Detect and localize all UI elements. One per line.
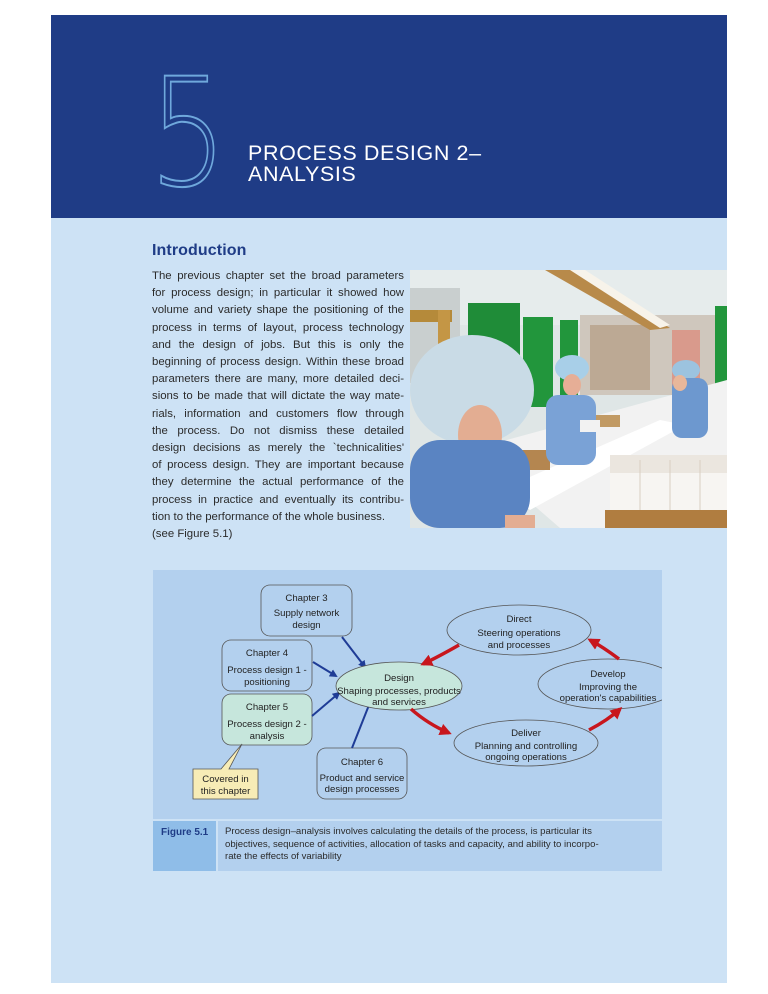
intro-paragraph: The previous chapter set the broad param… [152, 268, 404, 543]
svg-text:Develop: Develop [590, 669, 625, 680]
text-line: beginning of process design. Within thes… [152, 356, 404, 369]
direct-ellipse: Direct Steering operations and processes [446, 604, 592, 656]
svg-text:Planning and controlling: Planning and controlling [475, 741, 577, 752]
svg-text:Deliver: Deliver [511, 728, 542, 739]
svg-text:Chapter 4: Chapter 4 [246, 648, 289, 659]
text-line: process in practice and eventually its c… [152, 493, 404, 506]
deliver-ellipse: Deliver Planning and controlling ongoing… [453, 719, 599, 767]
svg-text:Design: Design [384, 673, 414, 684]
arrow-develop-to-direct [587, 638, 621, 661]
text-line: (see Figure 5.1) [152, 528, 233, 541]
caption-line: rate the effects of variability [225, 851, 342, 863]
svg-text:Chapter 5: Chapter 5 [246, 702, 288, 713]
caption-text: Process design–analysis involves calcula… [218, 821, 662, 871]
chapter-header: 5 PROCESS DESIGN 2– ANALYSIS [51, 15, 727, 218]
design-ellipse: Design Shaping processes, products and s… [335, 661, 463, 711]
photo-illustration [410, 270, 727, 528]
chapter-title: PROCESS DESIGN 2– ANALYSIS [248, 141, 482, 186]
svg-text:Process design 2 -: Process design 2 - [227, 719, 306, 730]
caption-line: objectives, sequence of activities, allo… [225, 838, 599, 850]
section-heading: Introduction [152, 242, 247, 259]
svg-text:and processes: and processes [488, 640, 551, 651]
arrow-ch6-to-design [351, 698, 373, 749]
svg-text:Process design 1 -: Process design 1 - [227, 665, 306, 676]
text-line: sions to be made that will dictate the w… [152, 390, 404, 403]
arrow-ch4-to-design [312, 661, 338, 678]
chapter-title-line2: ANALYSIS [248, 162, 357, 186]
svg-text:Chapter 6: Chapter 6 [341, 757, 383, 768]
svg-text:Supply network: Supply network [274, 608, 340, 619]
arrow-direct-to-design [420, 643, 460, 666]
arrow-design-to-deliver [409, 707, 452, 735]
svg-text:Steering operations: Steering operations [477, 628, 560, 639]
arrow-ch3-to-design [341, 636, 367, 669]
text-line: volume and variety shape the positioning… [152, 304, 404, 317]
arrow-ch5-to-design [311, 691, 341, 717]
text-line: design decisions as merely the `technica… [152, 442, 404, 455]
chapter-number: 5 [148, 47, 228, 221]
arrow-deliver-to-develop [588, 706, 623, 732]
chapter-4-box: Chapter 4 Process design 1 - positioning [221, 639, 313, 692]
svg-text:positioning: positioning [244, 677, 290, 688]
svg-text:design processes: design processes [325, 784, 400, 795]
chapter-6-box: Chapter 6 Product and service design pro… [316, 747, 408, 800]
text-line: The previous chapter set the broad param… [152, 270, 404, 282]
svg-text:design: design [292, 620, 320, 631]
text-line: of process design. They are important be… [152, 459, 404, 472]
svg-text:Direct: Direct [506, 614, 531, 625]
svg-text:Covered in: Covered in [202, 774, 248, 785]
text-line: and the design of jobs. But this is only… [152, 338, 404, 351]
develop-ellipse: Develop Improving the operation's capabi… [537, 658, 662, 710]
chapter-3-box: Chapter 3 Supply network design [260, 584, 353, 637]
figure-label: Figure 5.1 [153, 821, 216, 871]
svg-text:Product and service: Product and service [320, 773, 405, 784]
text-line: they determine the actual performance of… [152, 476, 404, 489]
text-line: for process design; in particular it sho… [152, 287, 404, 300]
svg-text:Chapter 3: Chapter 3 [285, 593, 327, 604]
process-design-diagram: Chapter 3 Supply network design Chapter … [192, 584, 662, 800]
svg-text:analysis: analysis [250, 731, 285, 742]
page: 5 PROCESS DESIGN 2– ANALYSIS Introductio… [51, 15, 727, 983]
figure-5-1-diagram: Chapter 3 Supply network design Chapter … [153, 570, 662, 819]
svg-text:this chapter: this chapter [201, 786, 251, 797]
text-line: tion to the performance of the whole bus… [152, 510, 386, 523]
covered-callout: Covered in this chapter [192, 743, 259, 800]
text-line: rials, information and customers flow th… [152, 407, 404, 420]
text-line: parameters there are many, more detailed… [152, 373, 404, 386]
caption-line: Process design–analysis involves calcula… [225, 826, 592, 837]
svg-text:Improving the: Improving the [579, 682, 637, 693]
text-line: the process. Do not dismiss these detail… [152, 424, 404, 437]
text-line: process in terms of layout, process tech… [152, 321, 404, 334]
svg-text:and services: and services [372, 697, 426, 708]
chapter-title-line1: PROCESS DESIGN 2– [248, 141, 482, 165]
svg-text:Shaping processes, products: Shaping processes, products [337, 686, 461, 697]
chapter-5-box: Chapter 5 Process design 2 - analysis [221, 693, 313, 746]
figure-caption: Figure 5.1 Process design–analysis invol… [153, 821, 662, 871]
svg-text:ongoing operations: ongoing operations [485, 752, 567, 763]
factory-photo [410, 270, 727, 528]
svg-text:operation's capabilities: operation's capabilities [560, 693, 657, 704]
